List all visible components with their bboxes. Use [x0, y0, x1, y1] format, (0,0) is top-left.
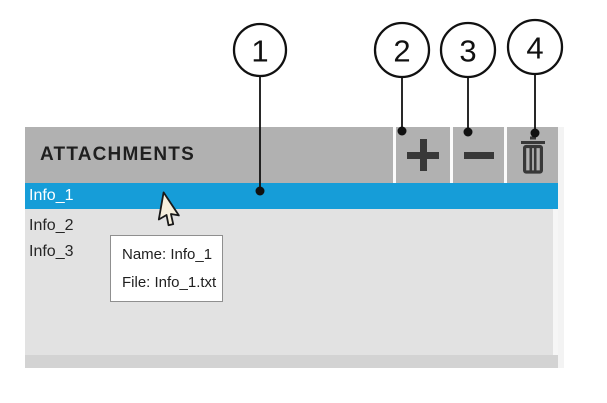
toolbar-divider	[450, 127, 453, 183]
attachments-header: ATTACHMENTS	[25, 127, 558, 183]
panel-bottom-strip	[25, 355, 558, 368]
add-attachment-button[interactable]	[396, 127, 450, 183]
tooltip-name-line: Name: Info_1	[122, 246, 213, 263]
panel-right-edge	[558, 127, 564, 368]
callout-number: 2	[393, 34, 410, 69]
list-item[interactable]: Info_3	[25, 241, 558, 263]
list-item-label: Info_1	[29, 187, 74, 204]
toolbar-divider	[393, 127, 396, 183]
plus-icon	[407, 139, 439, 171]
list-item[interactable]: Info_2	[25, 215, 558, 237]
delete-attachment-button[interactable]	[507, 127, 558, 183]
attachment-tooltip: Name: Info_1 File: Info_1.txt	[110, 235, 223, 302]
remove-attachment-button[interactable]	[453, 127, 504, 183]
callout-3: 3	[439, 21, 497, 137]
callout-number: 3	[459, 34, 476, 69]
minus-icon	[463, 151, 494, 159]
list-item-label: Info_2	[29, 217, 74, 234]
list-item-selected[interactable]: Info_1	[25, 183, 558, 209]
attachments-list: Info_1 Info_2 Info_3	[25, 183, 558, 355]
trash-icon	[520, 136, 545, 174]
callout-number: 4	[526, 31, 543, 66]
list-item-label: Info_3	[29, 243, 74, 260]
callout-number: 1	[251, 34, 268, 69]
attachments-panel: ATTACHMENTS Info_1	[25, 127, 558, 368]
toolbar-divider	[504, 127, 507, 183]
mouse-cursor-icon	[157, 191, 180, 227]
callout-2: 2	[373, 21, 431, 136]
callout-4: 4	[506, 18, 564, 138]
panel-title: ATTACHMENTS	[40, 144, 195, 165]
tooltip-file-line: File: Info_1.txt	[122, 274, 217, 291]
scrollbar-track	[553, 209, 558, 355]
